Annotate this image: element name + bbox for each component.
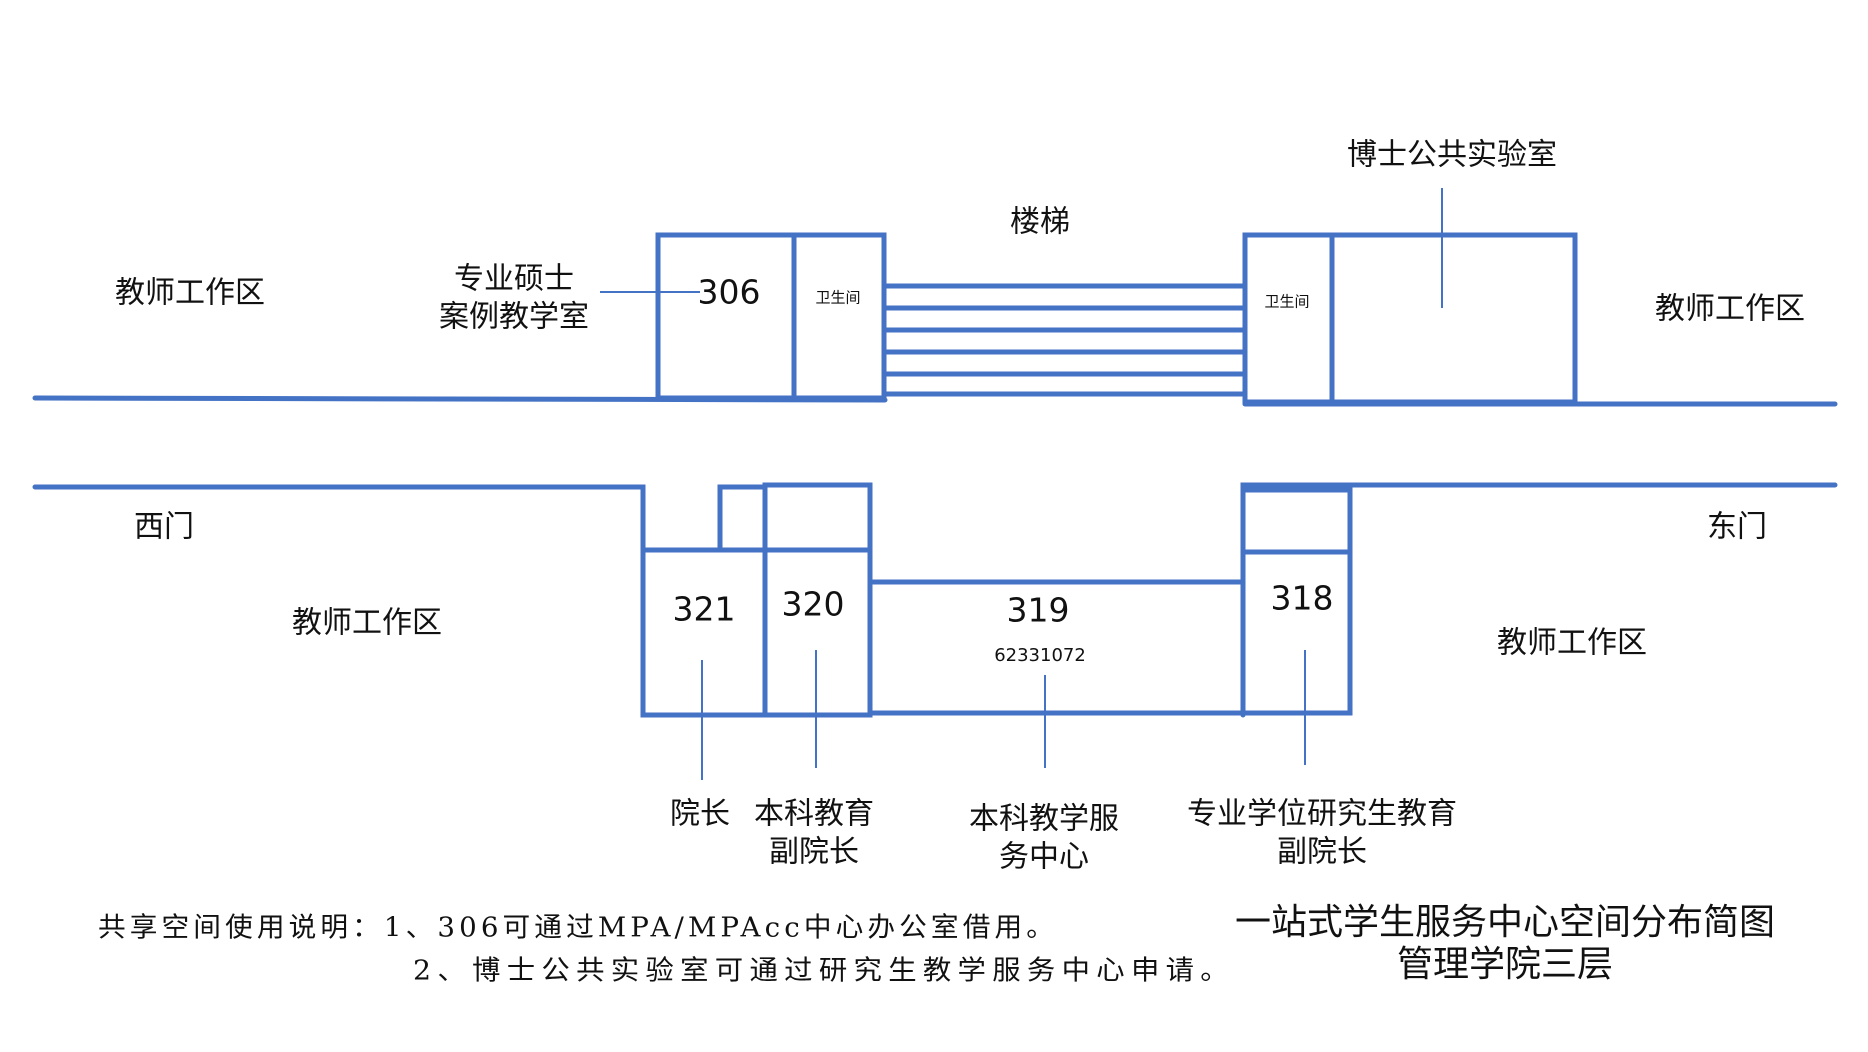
teacher-work-area-top-left: 教师工作区 (115, 276, 265, 311)
room-319-phone: 62331072 (994, 645, 1086, 666)
teacher-work-area-bottom-right: 教师工作区 (1497, 626, 1647, 661)
room-318-label-line1: 专业学位研究生教育 (1187, 797, 1457, 832)
restroom-left-label: 卫生间 (815, 289, 860, 307)
restroom-left-box (791, 232, 887, 401)
room-319-number: 319 (1007, 591, 1070, 630)
room-320-label-line2: 副院长 (769, 835, 859, 870)
room-320-box (762, 547, 873, 718)
room-320-label-line1: 本科教育 (754, 797, 874, 832)
room-321-number: 321 (673, 590, 736, 629)
room-318-number: 318 (1271, 579, 1334, 618)
room-320-vestibule (762, 482, 873, 553)
restroom-right-label: 卫生间 (1264, 293, 1309, 311)
teacher-work-area-top-right: 教师工作区 (1655, 292, 1805, 327)
teacher-work-area-bottom-left: 教师工作区 (292, 606, 442, 641)
room-306-label-line1: 专业硕士 (454, 262, 574, 297)
room-306-number: 306 (698, 273, 761, 312)
diagram-title-line2: 管理学院三层 (1397, 944, 1613, 985)
room-318-box (1240, 549, 1353, 716)
stairs-label: 楼梯 (1010, 205, 1070, 240)
room-306-box (655, 232, 797, 401)
diagram-title-line1: 一站式学生服务中心空间分布简图 (1235, 902, 1775, 943)
west-gate-label: 西门 (134, 510, 194, 545)
room-321-vestibule (717, 484, 768, 553)
room-321-box (640, 547, 768, 718)
room-306-label-line2: 案例教学室 (439, 300, 589, 335)
east-gate-label: 东门 (1707, 510, 1767, 545)
corridor-lower-wall-left (32, 484, 646, 718)
usage-note-line1: 共享空间使用说明：1、306可通过MPA/MPAcc中心办公室借用。 (98, 913, 1058, 944)
room-319-label-line2: 务中心 (999, 840, 1089, 875)
room-320-number: 320 (782, 585, 845, 624)
restroom-right-box (1242, 232, 1335, 405)
room-319-label-line1: 本科教学服 (969, 802, 1119, 837)
room-321-label: 院长 (670, 797, 730, 832)
usage-note-line2: 2、博士公共实验室可通过研究生教学服务中心申请。 (413, 956, 1235, 987)
phd-lab-box (1329, 232, 1578, 405)
room-318-vestibule (1240, 487, 1353, 555)
phd-lab-label: 博士公共实验室 (1347, 138, 1557, 173)
room-318-label-line2: 副院长 (1277, 835, 1367, 870)
